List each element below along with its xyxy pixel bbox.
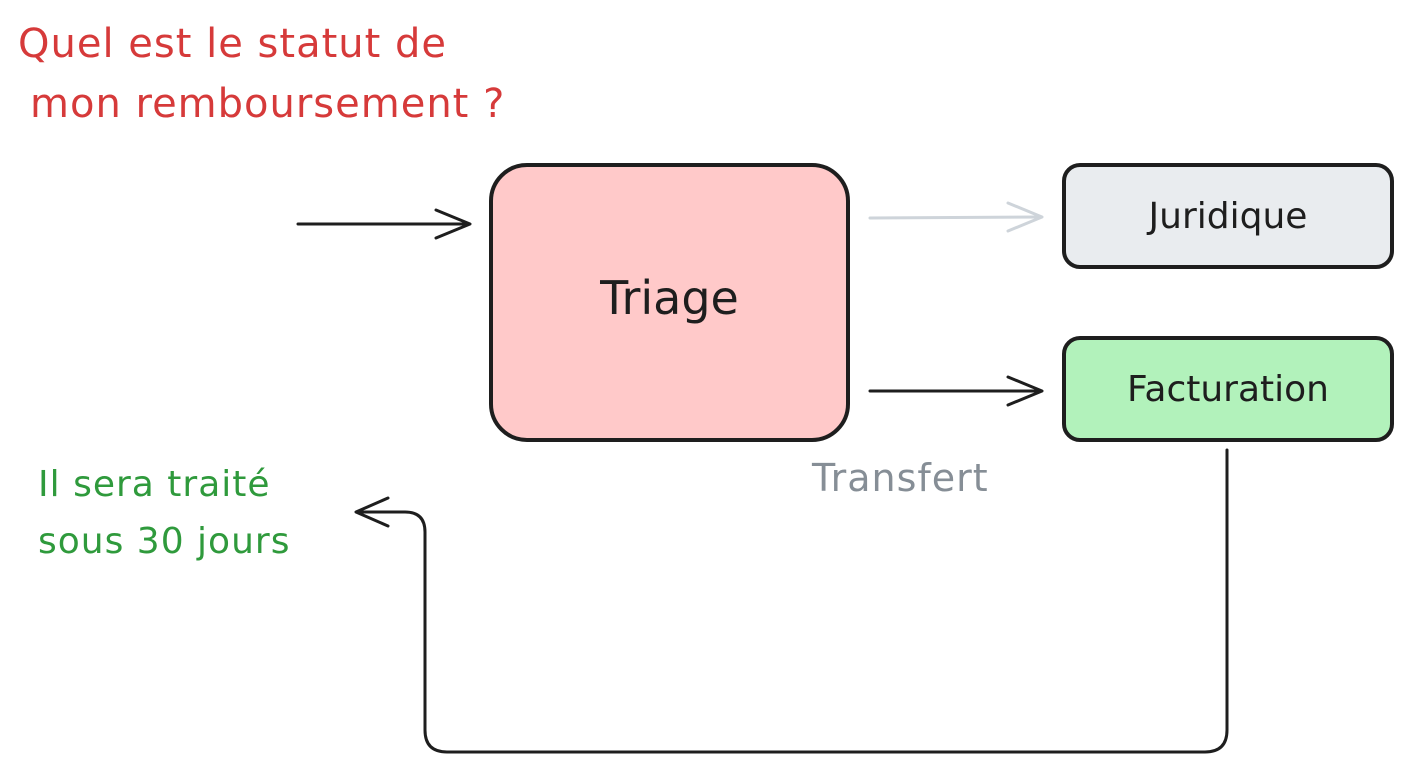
answer-line-1: Il sera traité — [38, 464, 271, 505]
arrow-triage-to-facturation — [868, 375, 1044, 407]
juridique-node: Juridique — [1062, 163, 1394, 269]
transfer-label: Transfert — [812, 456, 989, 500]
triage-node-label: Triage — [600, 270, 739, 325]
arrow-juridique-head — [1006, 201, 1044, 233]
return-arrow-head — [354, 496, 390, 528]
answer-line-2: sous 30 jours — [38, 521, 291, 562]
question-line-2: mon remboursement ? — [30, 81, 506, 127]
incoming-arrow-head — [434, 208, 472, 240]
facturation-node: Facturation — [1062, 336, 1394, 442]
juridique-node-label: Juridique — [1148, 195, 1308, 237]
arrow-facturation-head — [1006, 375, 1044, 407]
return-arrow — [354, 448, 1229, 754]
arrow-triage-to-juridique — [868, 201, 1044, 233]
answer-text: Il sera traité sous 30 jours — [38, 456, 378, 570]
return-arrow-line — [356, 448, 1229, 754]
triage-node: Triage — [489, 163, 850, 442]
incoming-arrow — [296, 208, 472, 240]
question-text: Quel est le statut de mon remboursement … — [18, 14, 578, 134]
arrow-juridique-line — [868, 215, 1042, 220]
question-line-1: Quel est le statut de — [18, 21, 448, 67]
facturation-node-label: Facturation — [1126, 368, 1329, 410]
